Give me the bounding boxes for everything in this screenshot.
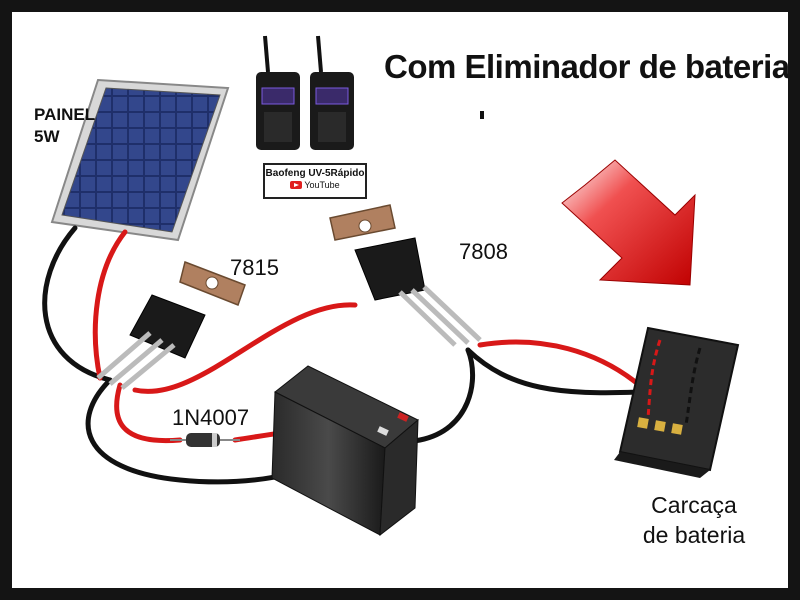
diode-icon [170, 433, 240, 447]
solar-panel-icon [50, 78, 230, 242]
tick-mark [480, 111, 484, 119]
battery-casing-label-line2: de bateria [642, 522, 746, 548]
battery-icon [271, 365, 419, 537]
walkie-talkie-icon [256, 35, 354, 150]
youtube-label: YouTube [265, 180, 365, 190]
regulator-7808-label: 7808 [459, 239, 508, 264]
channel-badge: Baofeng UV-5Rápido YouTube [263, 163, 367, 199]
battery-casing-label: Carcaça de bateria [634, 490, 754, 550]
battery-casing-label-line1: Carcaça [651, 492, 737, 518]
youtube-icon [290, 181, 303, 189]
diode-label: 1N4007 [172, 405, 250, 430]
channel-name: Baofeng UV-5Rápido [265, 168, 365, 179]
arrow-down-right-icon [561, 159, 696, 286]
panel-label-power: 5W [34, 127, 60, 146]
page-title: Com Eliminador de bateria [384, 48, 790, 85]
regulator-7808-icon [329, 204, 482, 347]
regulator-7815-icon [96, 260, 246, 390]
regulator-7815-label: 7815 [230, 255, 279, 280]
panel-label: PAINEL 5W [34, 104, 95, 148]
youtube-text: YouTube [304, 180, 340, 190]
panel-label-name: PAINEL [34, 105, 96, 124]
battery-casing-icon [614, 326, 740, 478]
wiring-diagram [42, 35, 740, 537]
